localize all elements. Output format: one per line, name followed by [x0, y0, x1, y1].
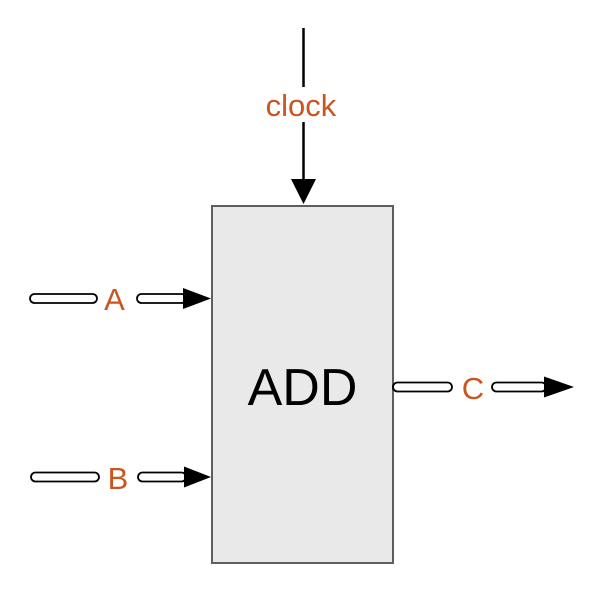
- output-c-bus-outer: [491, 381, 547, 393]
- input-a-arrowhead-right-icon: [183, 288, 211, 309]
- output-c-bus-inner: [392, 381, 453, 393]
- input-a-bus-outer: [29, 293, 98, 304]
- output-c-label: C: [462, 371, 484, 406]
- input-b-label: B: [108, 461, 129, 496]
- input-b-bus-outer: [30, 471, 100, 483]
- add-block-label: ADD: [248, 359, 358, 417]
- input-b-arrowhead-right-icon: [184, 466, 211, 488]
- clock-label: clock: [266, 88, 337, 123]
- add-block: ADD: [211, 205, 394, 564]
- input-a-label: A: [104, 282, 125, 317]
- clock-arrowhead-down-icon: [291, 179, 316, 204]
- input-a-port: A: [29, 282, 211, 317]
- input-a-bus-inner: [136, 293, 187, 304]
- add-block-outline: [211, 205, 394, 564]
- input-b-bus-inner: [137, 471, 187, 483]
- output-c-arrowhead-right-icon: [544, 376, 574, 398]
- clock-port: clock: [266, 28, 337, 204]
- output-c-port: C: [392, 371, 574, 406]
- input-b-port: B: [30, 461, 211, 496]
